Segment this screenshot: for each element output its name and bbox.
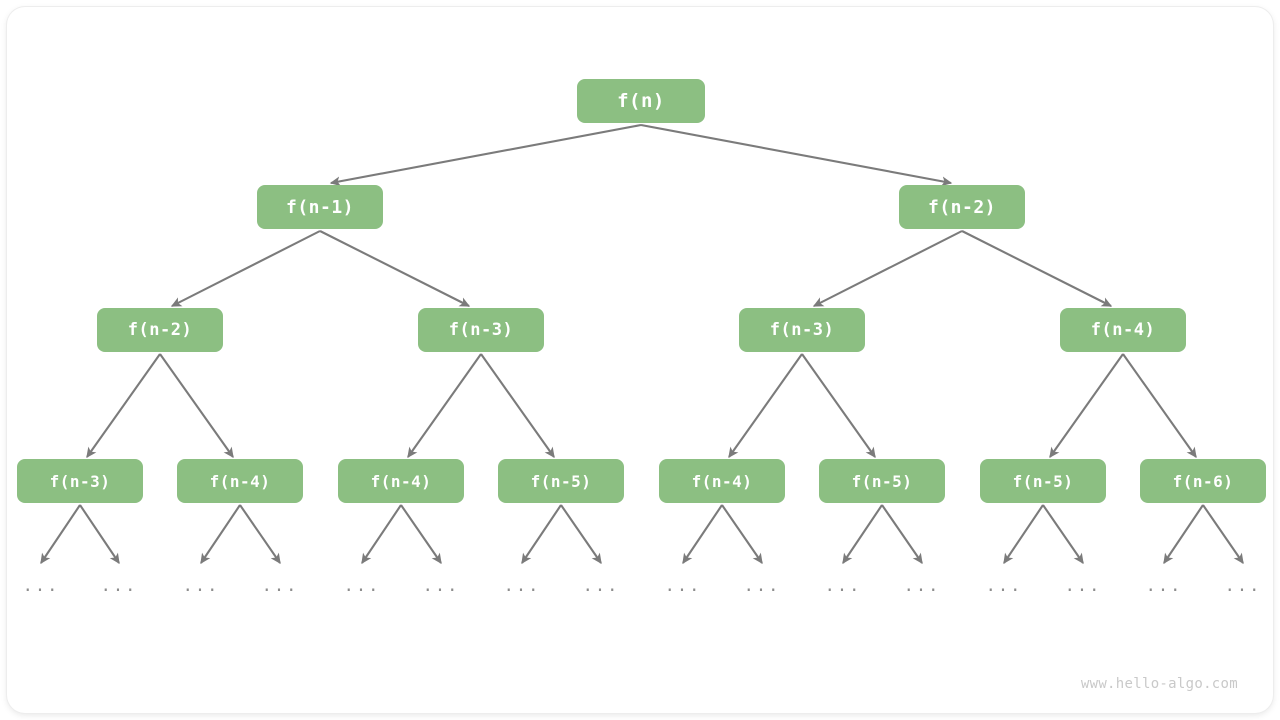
leaf-ellipsis: ...: [100, 576, 138, 596]
leaf-ellipsis: ...: [343, 576, 381, 596]
tree-node-0-0: f(n): [577, 79, 705, 123]
tree-node-3-2: f(n-4): [338, 459, 464, 503]
tree-node-1-1: f(n-2): [899, 185, 1025, 229]
leaf-ellipsis: ...: [182, 576, 220, 596]
tree-node-2-3: f(n-4): [1060, 308, 1186, 352]
tree-node-3-3: f(n-5): [498, 459, 624, 503]
tree-node-2-2: f(n-3): [739, 308, 865, 352]
leaf-ellipsis: ...: [422, 576, 460, 596]
leaf-ellipsis: ...: [1145, 576, 1183, 596]
tree-node-3-6: f(n-5): [980, 459, 1106, 503]
leaf-ellipsis: ...: [503, 576, 541, 596]
leaf-ellipsis: ...: [824, 576, 862, 596]
leaf-ellipsis: ...: [261, 576, 299, 596]
tree-node-3-1: f(n-4): [177, 459, 303, 503]
leaf-ellipsis: ...: [1064, 576, 1102, 596]
tree-node-3-0: f(n-3): [17, 459, 143, 503]
tree-node-3-4: f(n-4): [659, 459, 785, 503]
leaf-ellipsis: ...: [903, 576, 941, 596]
tree-node-1-0: f(n-1): [257, 185, 383, 229]
leaf-ellipsis: ...: [582, 576, 620, 596]
watermark: www.hello-algo.com: [1080, 676, 1238, 692]
tree-node-3-7: f(n-6): [1140, 459, 1266, 503]
leaf-ellipsis: ...: [664, 576, 702, 596]
leaf-ellipsis: ...: [1224, 576, 1262, 596]
leaf-ellipsis: ...: [985, 576, 1023, 596]
leaf-ellipsis: ...: [22, 576, 60, 596]
tree-node-2-1: f(n-3): [418, 308, 544, 352]
leaf-ellipsis: ...: [743, 576, 781, 596]
tree-node-2-0: f(n-2): [97, 308, 223, 352]
tree-node-3-5: f(n-5): [819, 459, 945, 503]
